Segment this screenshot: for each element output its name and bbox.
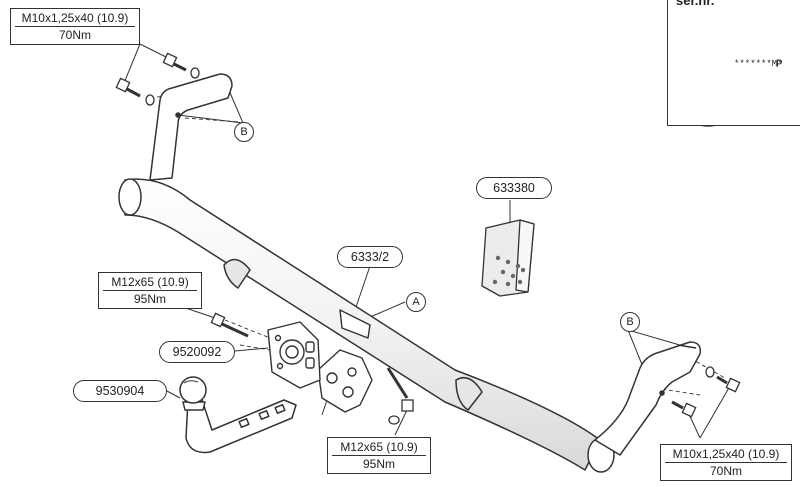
- right-bracket: [594, 341, 702, 456]
- bolt-bottom-mid: [386, 367, 414, 425]
- callout-b-right: B: [620, 312, 640, 332]
- bolt-torque: 70Nm: [709, 464, 742, 478]
- towball-neck: [182, 399, 297, 454]
- bolt-torque: 70Nm: [58, 28, 91, 42]
- bolt-spec: M12x65 (10.9): [332, 440, 426, 456]
- plate-letter: P: [776, 59, 783, 71]
- bolt-right-1: [705, 366, 741, 393]
- bolt-torque: 95Nm: [133, 292, 166, 306]
- part-number-crossbar: 6333/2: [337, 246, 403, 268]
- bolt-spec: M10x1,25x40 (10.9): [665, 447, 787, 463]
- callout-a: A: [406, 292, 426, 312]
- bolts: [115, 52, 741, 425]
- label-bottom-right-bolt: M10x1,25x40 (10.9) 70Nm: [660, 444, 792, 481]
- part-number-towball: 9530904: [73, 380, 167, 402]
- left-bracket: [149, 73, 233, 181]
- socket-plate: [267, 321, 321, 389]
- bolt-top-left-1: [162, 52, 200, 79]
- bolt-top-left-2: [115, 77, 155, 106]
- bolt-spec: M10x1,25x40 (10.9): [15, 11, 135, 27]
- part-number-socket-plate: 9520092: [159, 341, 235, 363]
- bolt-right-2: [671, 400, 697, 418]
- center-plate: [317, 309, 373, 413]
- label-top-left-bolt: M10x1,25x40 (10.9) 70Nm: [10, 8, 140, 45]
- plate-code: *******M*: [734, 59, 783, 69]
- bolt-left-mid: [210, 312, 249, 338]
- bolt-spec: M12x65 (10.9): [103, 275, 197, 291]
- label-bottom-mid-bolt: M12x65 (10.9) 95Nm: [327, 437, 431, 474]
- kit-bracket: [481, 219, 535, 297]
- towball: [179, 376, 207, 404]
- serial-number-header: ser.nr.: [676, 0, 715, 8]
- bolt-torque: 95Nm: [362, 457, 395, 471]
- part-number-kit: 633380: [476, 177, 552, 199]
- warning-panel: [667, 0, 800, 126]
- callout-b-top: B: [234, 122, 254, 142]
- label-left-mid-bolt: M12x65 (10.9) 95Nm: [98, 272, 202, 309]
